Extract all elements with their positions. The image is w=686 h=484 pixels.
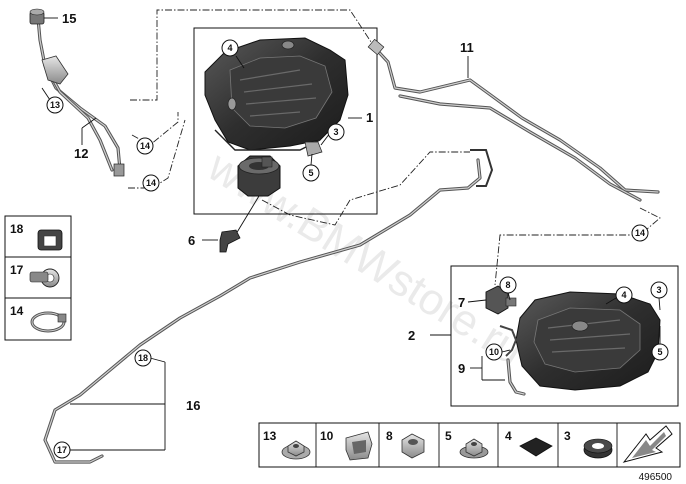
filler-cap-part-15[interactable]: [29, 8, 45, 25]
svg-text:3: 3: [564, 429, 571, 443]
sensor-part-6[interactable]: [219, 195, 260, 253]
callout-2: 2: [408, 328, 415, 343]
circle-label-14-left-a: 14: [136, 137, 154, 155]
legend-item-4[interactable]: 4: [505, 429, 553, 457]
svg-text:18: 18: [138, 353, 148, 363]
svg-text:14: 14: [146, 178, 156, 188]
spring-clip-icon: [345, 431, 373, 461]
rubber-grommet-clip-icon: [37, 229, 63, 251]
callout-9: 9: [458, 361, 465, 376]
callout-16: 16: [186, 398, 200, 413]
activated-carbon-canister-lower[interactable]: [515, 291, 661, 391]
circle-label-18-bottom: 18: [134, 349, 166, 367]
pump-unit-lower[interactable]: [485, 285, 517, 315]
circle-label-8-lower: 8: [499, 276, 517, 301]
hose-clamp-icon: [30, 311, 67, 333]
svg-text:4: 4: [621, 290, 626, 300]
svg-text:5: 5: [445, 429, 452, 443]
circle-label-3-lower: 3: [650, 281, 668, 311]
callout-15: 15: [62, 11, 76, 26]
legend-item-8[interactable]: 8: [386, 429, 425, 459]
dashed-connections: [128, 9, 661, 286]
foam-pad-icon: [519, 437, 553, 457]
circle-label-10-lower: 10: [485, 343, 511, 361]
callout-7: 7: [458, 295, 465, 310]
circle-label-14-right: 14: [631, 224, 649, 242]
pipe-set-part-9[interactable]: [499, 325, 526, 396]
svg-text:10: 10: [489, 347, 499, 357]
circle-label-3-top: 3: [320, 123, 345, 146]
svg-text:8: 8: [505, 280, 510, 290]
diagram-number: 496500: [639, 472, 673, 483]
collar-nut-icon: [459, 438, 489, 459]
direction-arrow-icon: [622, 425, 673, 463]
circle-label-4-lower: 4: [605, 286, 633, 305]
svg-text:3: 3: [656, 285, 661, 295]
svg-text:13: 13: [263, 429, 277, 443]
svg-text:13: 13: [50, 100, 60, 110]
legend-item-direction[interactable]: [622, 425, 673, 463]
legend-item-13[interactable]: 13: [263, 429, 311, 460]
callout-6: 6: [188, 233, 195, 248]
callout-12: 12: [74, 146, 88, 161]
svg-text:3: 3: [333, 127, 338, 137]
svg-text:4: 4: [505, 429, 512, 443]
side-legend: 18 17 14: [4, 215, 72, 341]
callout-11: 11: [460, 40, 474, 55]
hex-nut-icon: [401, 433, 425, 459]
legend-item-18[interactable]: 18: [10, 222, 63, 251]
flange-nut-icon: [281, 440, 311, 460]
legend-item-14[interactable]: 14: [10, 304, 67, 333]
tank-assembly-box: [193, 27, 378, 215]
circle-label-13-left: 13: [41, 87, 64, 114]
circle-label-14-left-b: 14: [142, 174, 160, 192]
fuel-line-part-16[interactable]: [43, 149, 494, 464]
hose-clip-icon: [29, 268, 60, 288]
svg-text:4: 4: [227, 43, 232, 53]
circle-label-5-lower: 5: [651, 326, 669, 361]
svg-text:5: 5: [657, 347, 662, 357]
svg-text:14: 14: [10, 304, 24, 318]
legend-item-10[interactable]: 10: [320, 429, 373, 461]
svg-text:8: 8: [386, 429, 393, 443]
tank-assembly-box-lower: [450, 265, 679, 407]
svg-text:5: 5: [308, 168, 313, 178]
bottom-legend: 13 10 8 5: [258, 422, 681, 468]
svg-text:14: 14: [140, 141, 150, 151]
filler-pipe-part-12[interactable]: [36, 16, 125, 177]
circle-label-5-top: 5: [302, 153, 320, 182]
legend-item-5[interactable]: 5: [445, 429, 489, 459]
pump-unit-top[interactable]: [237, 155, 281, 197]
rubber-grommet-icon: [583, 438, 613, 459]
circle-label-4-top: 4: [221, 39, 245, 69]
svg-text:18: 18: [10, 222, 24, 236]
activated-carbon-canister-top[interactable]: [204, 37, 349, 151]
callout-1: 1: [366, 110, 373, 125]
circle-label-17-bottom: 17: [53, 441, 165, 459]
legend-item-3[interactable]: 3: [564, 429, 613, 459]
svg-text:17: 17: [57, 445, 67, 455]
vent-line-part-11[interactable]: [367, 38, 660, 202]
legend-item-17[interactable]: 17: [10, 263, 60, 288]
svg-text:10: 10: [320, 429, 334, 443]
svg-text:17: 17: [10, 263, 24, 277]
bracket-small-top[interactable]: [304, 141, 323, 157]
svg-text:14: 14: [635, 228, 645, 238]
